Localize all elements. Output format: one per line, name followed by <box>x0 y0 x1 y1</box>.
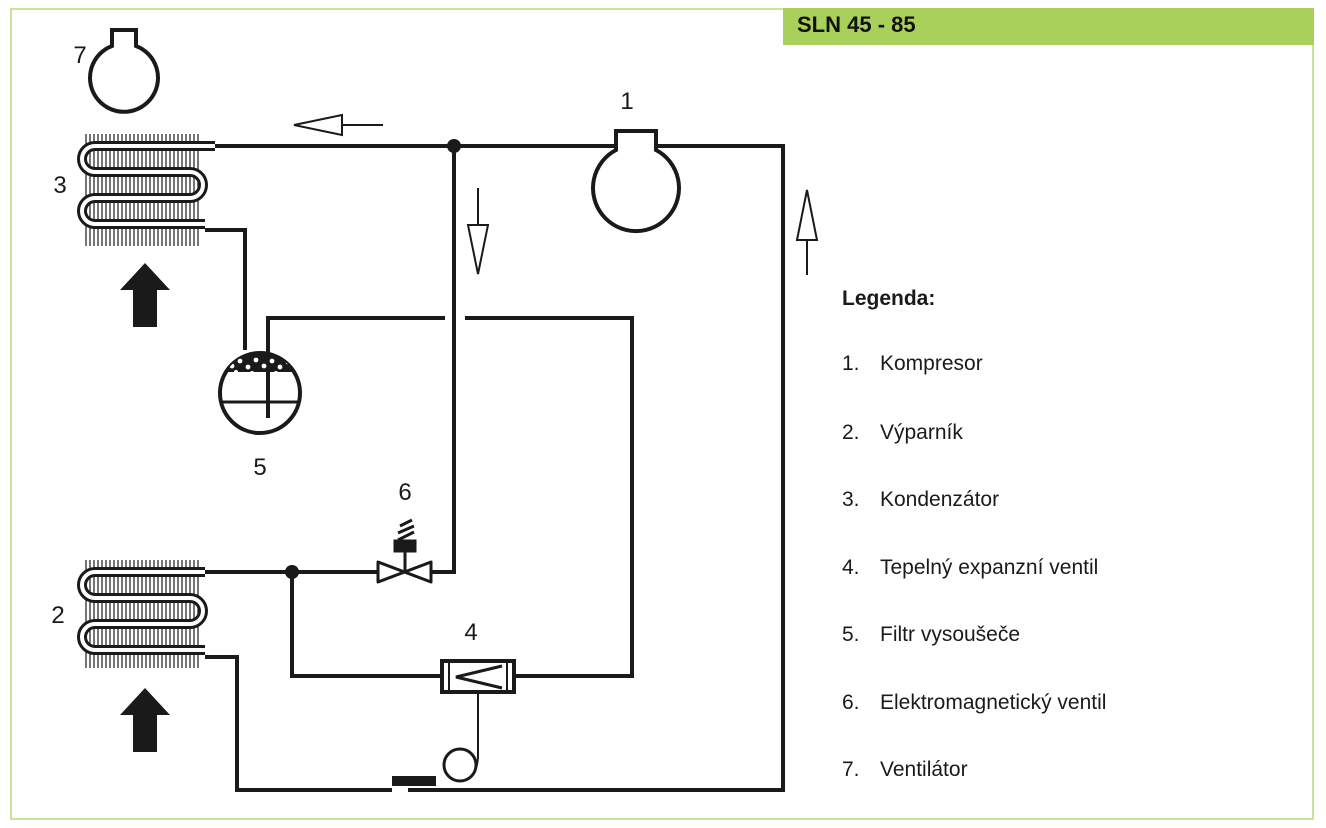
title-bar <box>783 8 1314 45</box>
legend-item-text: Tepelný expanzní ventil <box>880 556 1099 579</box>
legend-item-number: 4. <box>842 556 860 579</box>
flow-arrows <box>293 113 819 275</box>
legend-item-text: Kompresor <box>880 352 983 375</box>
filter-outlet-line <box>266 316 445 372</box>
legend-title: Legenda: <box>842 287 936 310</box>
legend-item-number: 5. <box>842 623 860 646</box>
component-label-3: 3 <box>53 172 66 199</box>
legend-item-number: 2. <box>842 421 860 444</box>
filter-dryer-icon <box>218 351 302 435</box>
legend-item: 6. Elektromagnetický ventil <box>842 691 1106 715</box>
flow-arrow-up-icon <box>795 189 819 241</box>
component-label-1: 1 <box>620 88 633 115</box>
legend-item-text: Elektromagnetický ventil <box>880 691 1107 714</box>
legend-item-text: Kondenzátor <box>880 488 1000 511</box>
airflow-arrow-icon <box>120 688 170 752</box>
legend-item: 1. Kompresor <box>842 352 983 376</box>
evaporator-coil-icon <box>77 560 208 668</box>
bypass-line <box>465 316 634 678</box>
legend-item-text: Filtr vysoušeče <box>880 623 1021 646</box>
legend-item-number: 1. <box>842 352 860 375</box>
legend-item: 2. Výparník <box>842 421 963 445</box>
component-label-5: 5 <box>253 454 266 481</box>
junction-dot <box>447 139 461 153</box>
evaporator-return-line <box>205 655 392 792</box>
expansion-inlet-line <box>290 572 442 678</box>
legend-item-number: 3. <box>842 488 860 511</box>
legend-item-number: 7. <box>842 758 860 781</box>
junction-dot <box>285 565 299 579</box>
legend-item: 5. Filtr vysoušeče <box>842 623 1020 647</box>
condenser-outlet-line <box>205 228 247 350</box>
legend-item: 4. Tepelný expanzní ventil <box>842 556 1098 580</box>
legend-item-text: Ventilátor <box>880 758 968 781</box>
legend-item: 7. Ventilátor <box>842 758 968 782</box>
discharge-line <box>215 144 785 792</box>
solenoid-valve-icon <box>376 518 433 584</box>
diagram-frame <box>10 8 1314 820</box>
page-title: SLN 45 - 85 <box>797 12 916 37</box>
legend-item: 3. Kondenzátor <box>842 488 999 512</box>
flow-arrow-down-icon <box>466 224 490 275</box>
component-label-6: 6 <box>398 479 411 506</box>
airflow-arrow-icon <box>120 263 170 327</box>
condenser-coil-icon <box>77 134 215 246</box>
fan-icon <box>88 28 160 114</box>
hot-gas-line <box>432 146 456 574</box>
compressor-icon <box>591 129 681 234</box>
component-label-2: 2 <box>51 602 64 629</box>
expansion-valve-icon <box>392 659 516 786</box>
component-label-7: 7 <box>73 42 86 69</box>
legend-item-number: 6. <box>842 691 860 714</box>
legend-item-text: Výparník <box>880 421 963 444</box>
component-label-4: 4 <box>464 619 477 646</box>
sensing-bulb-icon <box>392 776 436 786</box>
flow-arrow-left-icon <box>293 113 343 137</box>
